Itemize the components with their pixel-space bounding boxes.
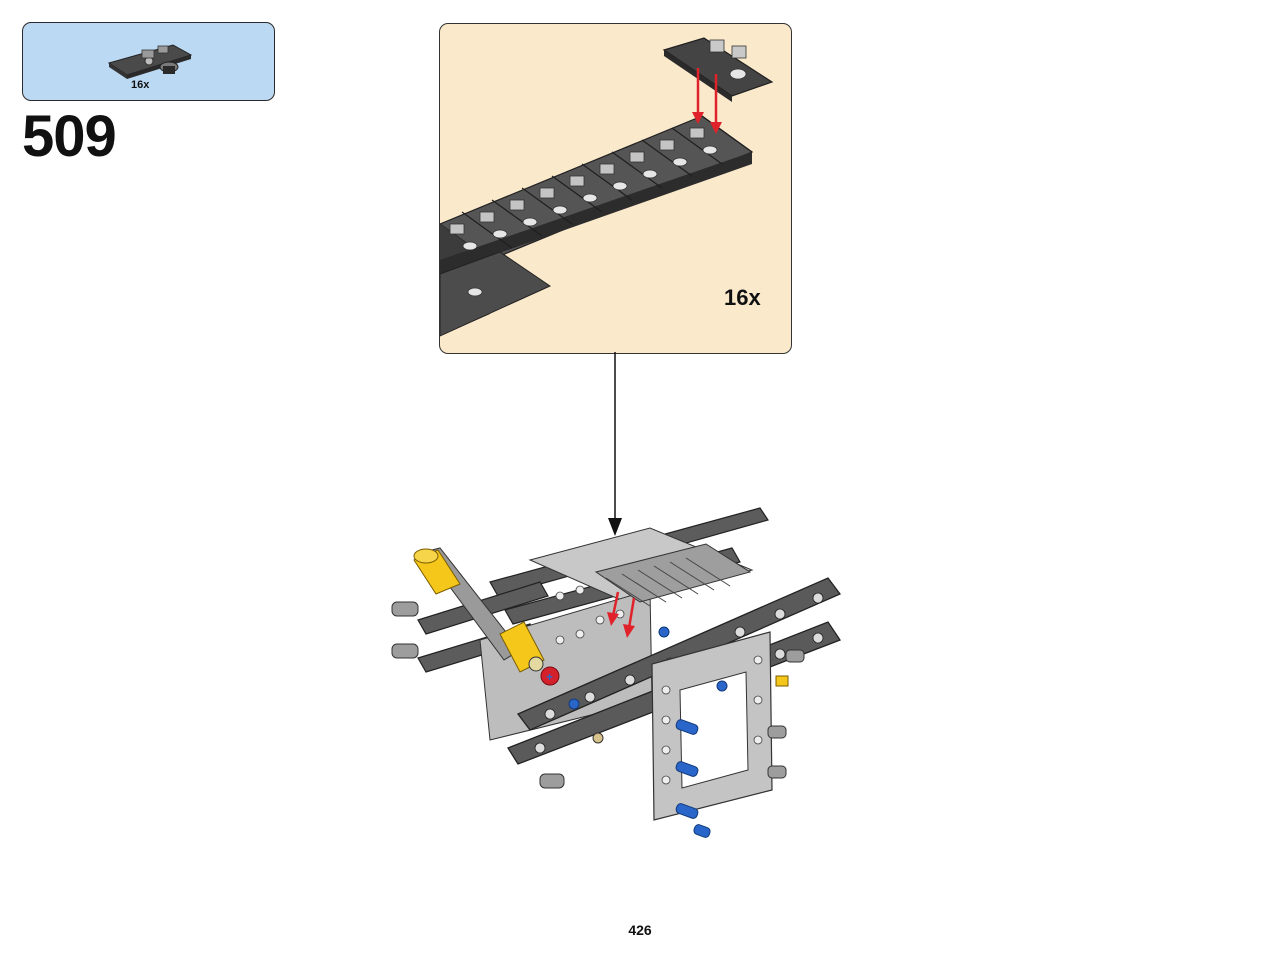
yellow-pin xyxy=(775,675,789,687)
callout-quantity: 16x xyxy=(724,285,761,310)
gray-pins xyxy=(391,601,805,789)
vertical-frame xyxy=(651,631,773,821)
sub-assembly-callout: 16x xyxy=(439,23,792,354)
pneumatic-cylinder: + xyxy=(413,547,560,686)
tread-chain-illustration xyxy=(440,37,774,337)
step-number: 509 xyxy=(22,104,117,169)
tread-link-part-icon xyxy=(107,44,193,79)
red-insert-arrows xyxy=(692,68,722,134)
page-number: 426 xyxy=(628,922,652,938)
tread-chain xyxy=(440,115,754,337)
model-red-arrows xyxy=(607,591,636,638)
parts-quantity: 16x xyxy=(131,79,150,91)
svg-text:+: + xyxy=(546,670,553,684)
parts-list-box: 16x xyxy=(22,22,275,101)
